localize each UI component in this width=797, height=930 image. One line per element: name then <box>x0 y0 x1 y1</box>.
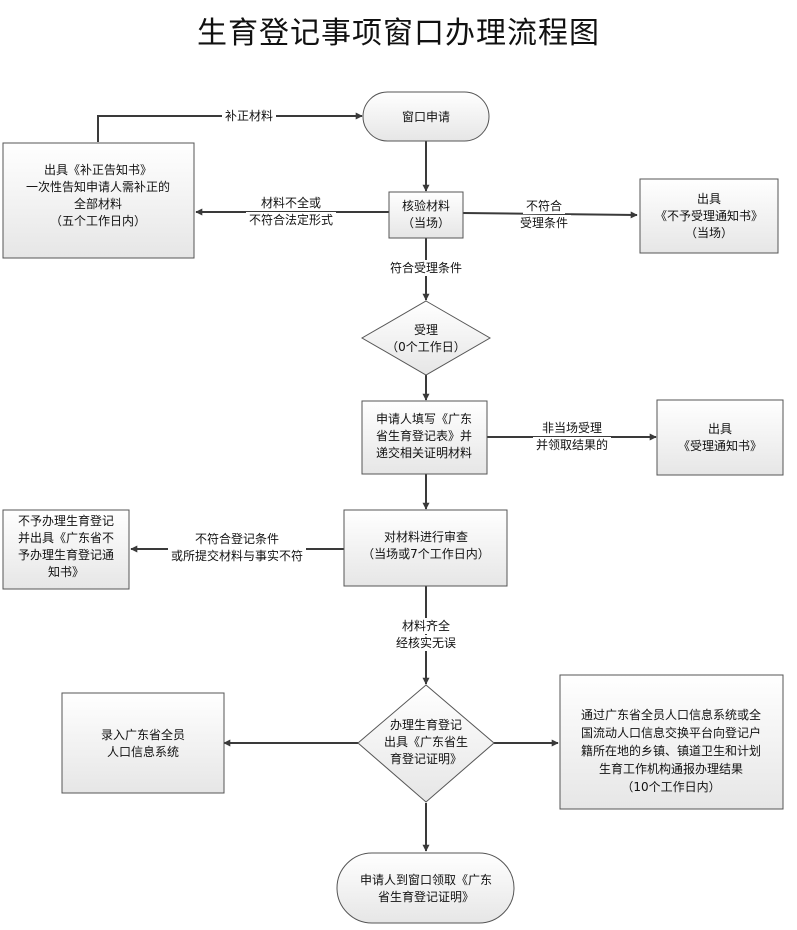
edge-label-line: 材料齐全 <box>402 618 450 633</box>
node-label-line: 省生育登记证明》 <box>378 889 474 904</box>
node-label-line: 窗口申请 <box>402 110 450 124</box>
edge-label-line: 并领取结果的 <box>536 437 608 452</box>
node-label-line: 知书》 <box>48 565 84 579</box>
node-label-line: （当场） <box>402 216 450 230</box>
edge-label-line: 或所提交材料与事实不符 <box>171 548 303 563</box>
accept-decision-label: 受理 （0个工作日） <box>386 323 466 354</box>
accept-decision <box>361 300 491 376</box>
edge-label-line: 不符合登记条件 <box>195 531 279 546</box>
node-label-line: 国流动人口信息交换平台向登记户 <box>581 725 761 740</box>
node-label-line: 申请人到窗口领取《广东 <box>360 873 492 887</box>
edge-label-line: 不符合法定形式 <box>249 212 333 227</box>
edge-label-background <box>387 260 465 276</box>
start-node-label: 窗口申请 <box>402 110 450 124</box>
node-label-line: 递交相关证明材料 <box>376 445 472 460</box>
fill-form-box <box>361 400 488 475</box>
node-label-line: 《受理通知书》 <box>678 439 762 453</box>
node-label-line: 通过广东省全员人口信息系统或全 <box>581 707 761 722</box>
notify-label: 通过广东省全员人口信息系统或全国流动人口信息交换平台向登记户籍所在地的乡镇、镇道… <box>581 707 761 794</box>
correction-notice-box <box>2 142 195 259</box>
edge-label-background <box>523 198 565 214</box>
node-label-line: 人口信息系统 <box>107 744 179 759</box>
node-label-line: 办理生育登记 <box>390 717 462 732</box>
node-label-line: 出具 <box>697 192 721 206</box>
register-decision <box>357 684 495 803</box>
edge-label-line: 受理条件 <box>520 216 568 230</box>
node-label-line: 录入广东省全员 <box>101 727 185 742</box>
node-label-line: 《不予受理通知书》 <box>655 209 763 223</box>
node-label-line: 并出具《广东省不 <box>18 531 114 545</box>
node-label-line: 不予办理生育登记 <box>18 513 114 528</box>
node-label-line: （当场） <box>685 226 733 240</box>
node-label-line: 生育工作机构通报办理结果 <box>599 761 743 776</box>
edge-label-background <box>192 531 282 547</box>
node-label-line: 省生育登记表》并 <box>376 428 472 443</box>
node-label-line: 受理 <box>414 323 438 337</box>
edge-label-background <box>168 548 306 564</box>
notify-box <box>559 674 784 810</box>
node-label-line: 予办理生育登记通 <box>18 547 114 562</box>
node-label-line: 育登记证明》 <box>390 751 462 766</box>
edge-label-line: 不符合 <box>526 198 562 213</box>
edge-label-line: 补正材料 <box>225 109 273 123</box>
node-label-line: 对材料进行审查 <box>384 529 468 544</box>
node-label-line: （当场或7个工作日内） <box>362 547 490 561</box>
accept-notice-box <box>656 399 784 476</box>
node-label-line: 核验材料 <box>402 198 450 213</box>
check-materials-box <box>388 191 464 239</box>
edge-label-background <box>258 195 324 211</box>
edge-label-background <box>517 215 571 231</box>
edge-label-background <box>533 437 611 453</box>
edge-label-qualified: 符合受理条件 <box>387 260 465 276</box>
edge-label-background <box>393 635 459 651</box>
edge-label-background <box>222 108 276 124</box>
edge-label-line: 材料不全或 <box>261 195 321 210</box>
edge-label-background <box>399 618 453 634</box>
node-label-line: 全部材料 <box>74 196 122 211</box>
check-materials-label: 核验材料 （当场） <box>402 198 450 230</box>
start-node <box>362 91 490 142</box>
node-label-line: （0个工作日） <box>386 340 466 354</box>
node-label-line: 出具《补正告知书》 <box>44 163 152 177</box>
node-label-line: （10个工作日内） <box>621 780 720 794</box>
review-box <box>343 509 508 587</box>
node-label-line: 申请人填写《广东 <box>376 412 472 426</box>
node-label-line: 一次性告知申请人需补正的 <box>26 179 170 194</box>
edge-label-supplement: 补正材料 <box>222 108 276 124</box>
collect-node <box>336 852 515 924</box>
not-register-box <box>2 509 130 590</box>
node-label-line: （五个工作日内） <box>50 214 146 228</box>
page-title: 生育登记事项窗口办理流程图 <box>197 16 600 51</box>
review-label: 对材料进行审查 （当场或7个工作日内） <box>362 529 490 561</box>
node-label-line: 出具 <box>708 422 732 436</box>
reject-notice-box <box>639 178 779 254</box>
edge-label-line: 经核实无误 <box>396 635 456 650</box>
enter-system-box <box>61 692 225 794</box>
node-label-line: 出具《广东省生 <box>384 735 468 749</box>
edge-label-background <box>246 212 336 228</box>
edge-label-line: 非当场受理 <box>542 421 602 435</box>
edge-label-line: 符合受理条件 <box>390 260 462 275</box>
accept-notice-label: 出具《受理通知书》 <box>678 422 762 453</box>
node-label-line: 籍所在地的乡镇、镇道卫生和计划 <box>581 743 761 758</box>
edge-label-background <box>539 420 605 436</box>
reject-notice-label: 出具《不予受理通知书》 （当场） <box>655 192 763 240</box>
